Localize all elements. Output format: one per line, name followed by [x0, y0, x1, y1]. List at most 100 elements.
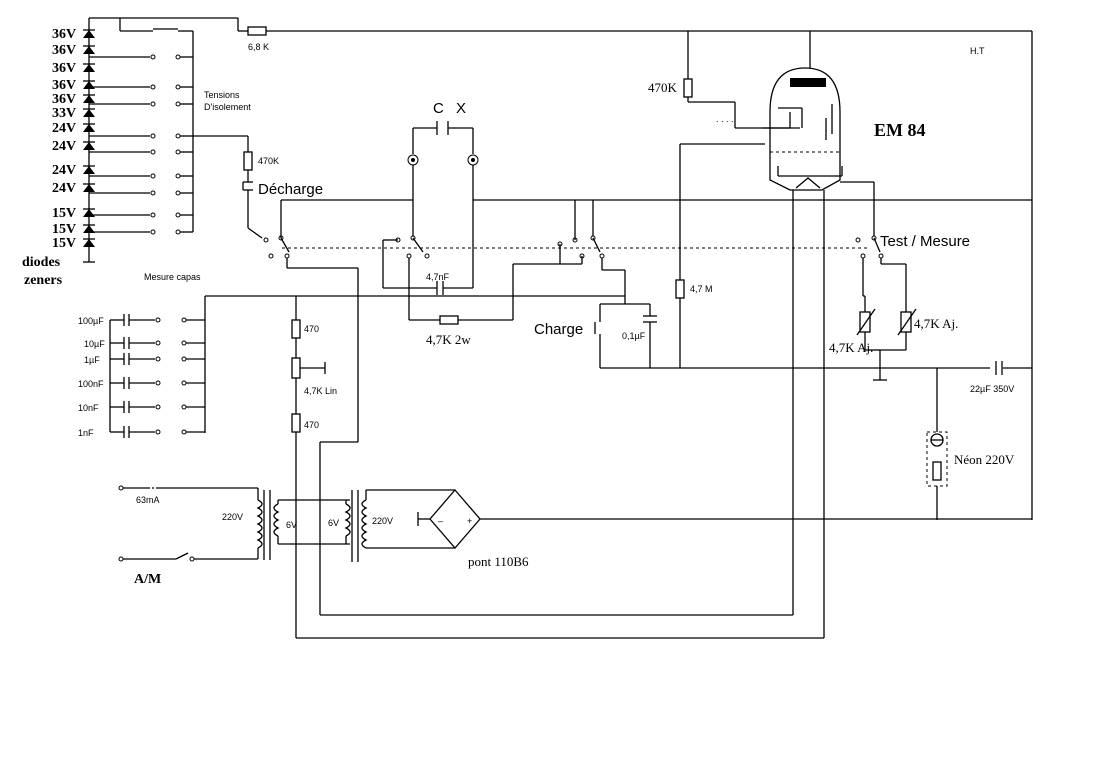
voltage-tap[interactable]	[89, 173, 193, 179]
zener-diode	[83, 108, 95, 117]
cap-value-label: 1µF	[84, 355, 100, 365]
tensions-label: Tensions	[204, 90, 240, 100]
pot-label: 4,7K Lin	[304, 386, 337, 396]
cx-label: C X	[433, 100, 470, 117]
fuse-label: 63mA	[136, 495, 160, 505]
isolement-label: D'isolement	[204, 102, 251, 112]
cap-4-7nf-label: 4,7nF	[426, 272, 450, 282]
cap-value-label: 10µF	[84, 339, 105, 349]
zener-voltage-label: 24V	[52, 121, 76, 136]
reference-capacitor[interactable]	[110, 426, 205, 438]
calibration-divider[interactable]	[291, 296, 824, 639]
voltage-tap[interactable]	[89, 190, 193, 196]
zener-diode	[83, 45, 95, 54]
voltage-tap[interactable]	[89, 101, 193, 107]
zener-voltage-label: 15V	[52, 222, 76, 237]
zener-diode	[83, 224, 95, 233]
cap-value-label: 100µF	[78, 316, 104, 326]
voltage-tap[interactable]	[89, 133, 193, 139]
resistor-470k-left	[243, 151, 253, 171]
reference-capacitor[interactable]	[110, 401, 205, 413]
isolation-voltage-selector[interactable]	[89, 18, 194, 235]
resistor-470k-top	[683, 78, 693, 98]
power-switch[interactable]	[175, 552, 189, 560]
adjustable-resistors[interactable]	[856, 308, 917, 381]
measure-network	[600, 143, 1032, 375]
reference-capacitor[interactable]	[110, 377, 205, 389]
dots-label: . . . .	[716, 114, 734, 124]
voltage-tap[interactable]	[89, 212, 193, 218]
ht-rail	[120, 17, 1033, 520]
svg-text:+: +	[467, 516, 472, 526]
svg-text:–: –	[438, 516, 443, 526]
zener-diode-stack	[83, 17, 120, 263]
cap-value-label: 1nF	[78, 428, 94, 438]
zener-diode	[83, 80, 95, 89]
zener-diode	[83, 29, 95, 38]
neon-indicator	[926, 368, 948, 520]
cx-terminals[interactable]	[407, 121, 479, 288]
test-mesure-label: Test / Mesure	[880, 233, 970, 250]
capacitor-bank[interactable]	[109, 295, 625, 438]
mode-switch-center[interactable]	[382, 235, 560, 325]
zener-diode	[83, 208, 95, 217]
diodes-label: diodes	[22, 255, 61, 270]
resistor-6-8k	[247, 26, 267, 36]
discharge-branch	[193, 135, 263, 239]
zener-diode	[83, 165, 95, 174]
resistor-6-8k-label: 6,8 K	[248, 42, 269, 52]
transformer-1	[256, 490, 350, 560]
test-mesure-switch[interactable]	[855, 235, 907, 312]
zener-voltage-label: 33V	[52, 106, 76, 121]
charge-label: Charge	[534, 321, 583, 338]
resistor-470k-top-label: 470K	[648, 80, 678, 95]
transformer-2	[319, 442, 793, 616]
mesure-capas-label: Mesure capas	[144, 272, 201, 282]
zeners-label: zeners	[24, 273, 63, 288]
r470b-label: 470	[304, 420, 319, 430]
tr2-sec-label: 220V	[372, 516, 393, 526]
mode-switch-right[interactable]	[473, 199, 1032, 368]
anode-resistor	[683, 31, 800, 129]
zener-diode	[83, 141, 95, 150]
voltage-tap[interactable]	[89, 84, 193, 90]
zener-diode	[83, 183, 95, 192]
tr2-pri-label: 6V	[328, 518, 339, 528]
reference-capacitor[interactable]	[110, 314, 205, 326]
bridge-rectifier: – +	[417, 489, 1032, 549]
resistor-4-7k-2w	[439, 315, 459, 325]
mode-switch-left[interactable]	[263, 199, 413, 443]
power-input[interactable]	[118, 485, 259, 562]
r470a-label: 470	[304, 324, 319, 334]
aj2-label: 4,7K Aj.	[914, 316, 958, 331]
reference-capacitor[interactable]	[110, 337, 205, 349]
bridge-label: pont 110B6	[468, 554, 529, 569]
zener-diode	[83, 94, 95, 103]
cap-0-1uf-label: 0,1µF	[622, 331, 646, 341]
reference-capacitor[interactable]	[110, 353, 205, 365]
power-label: A/M	[134, 572, 161, 587]
tr1-sec-label: 6V	[286, 520, 297, 530]
zener-diode	[83, 63, 95, 72]
cap-value-label: 100nF	[78, 379, 104, 389]
cap-value-label: 10nF	[78, 403, 99, 413]
tr1-pri-label: 220V	[222, 512, 243, 522]
zener-voltage-label: 24V	[52, 163, 76, 178]
aj1-label: 4,7K Aj.	[829, 340, 873, 355]
zener-voltage-label: 15V	[52, 236, 76, 251]
voltage-tap[interactable]	[89, 54, 193, 60]
voltage-tap[interactable]	[89, 149, 193, 155]
resistor-4-7k-2w-label: 4,7K 2w	[426, 332, 471, 347]
zener-voltage-label: 36V	[52, 78, 76, 93]
zener-diode	[83, 123, 95, 132]
tube-label: EM 84	[874, 120, 926, 140]
voltage-tap[interactable]	[89, 229, 193, 235]
zener-voltage-label: 24V	[52, 181, 76, 196]
decharge-label: Décharge	[258, 181, 323, 198]
zener-voltage-label: 36V	[52, 92, 76, 107]
cap-22uf-label: 22µF 350V	[970, 384, 1014, 394]
zener-voltage-label: 24V	[52, 139, 76, 154]
zener-voltage-label: 36V	[52, 43, 76, 58]
resistor-470k-left-label: 470K	[258, 156, 279, 166]
